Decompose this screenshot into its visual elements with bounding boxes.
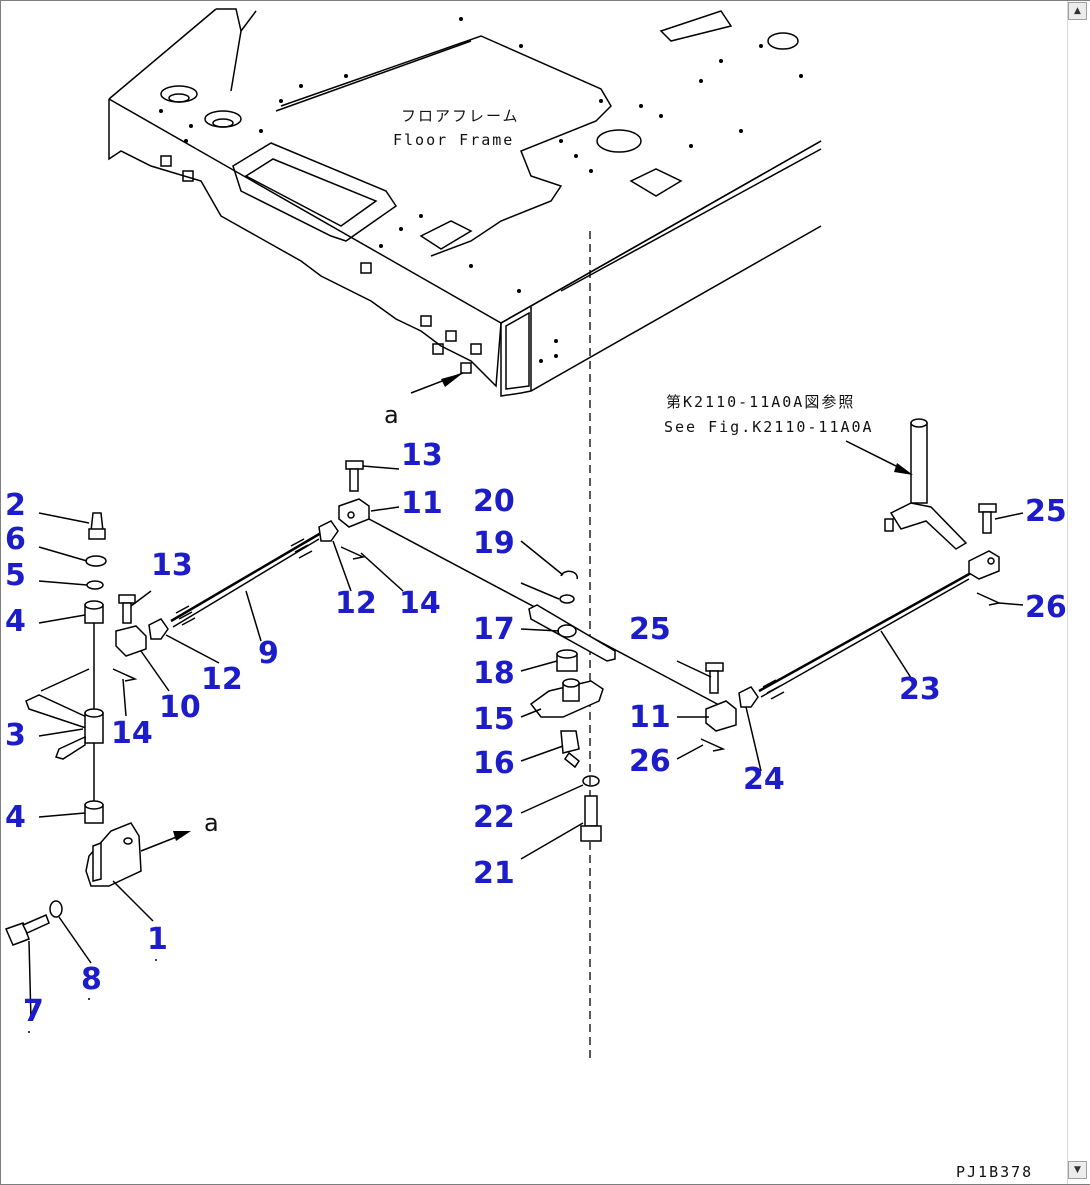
- bolt-25-upper: [978, 503, 997, 513]
- callout-18: 18: [473, 656, 515, 691]
- rod-9: [170, 531, 322, 628]
- callout-25-lower: 25: [629, 612, 671, 647]
- reference-lever: [845, 418, 968, 550]
- parts-diagram: フロアフレーム Floor Frame a: [4, 8, 1067, 1181]
- pin-14-upper: [340, 546, 366, 560]
- floor-frame-drawing: [108, 8, 822, 397]
- reference-label-ja: 第K2110-11A0A図参照: [666, 393, 855, 411]
- bolt-25-lower: [705, 662, 724, 672]
- view-letter-lower: a: [204, 809, 219, 837]
- left-lever-assembly: [4, 512, 191, 946]
- drawing-code: PJ1B378: [956, 1163, 1033, 1181]
- callout-11-lower: 11: [629, 700, 671, 735]
- callout-11-upper: 11: [401, 486, 443, 521]
- callout-14-left: 14: [111, 716, 153, 751]
- callout-8: 8: [81, 962, 102, 997]
- callout-12-left: 12: [201, 662, 243, 697]
- callout-3: 3: [5, 718, 26, 753]
- callout-14-upper: 14: [399, 586, 441, 621]
- bolt-13-upper: [345, 460, 364, 470]
- callout-numbers: 2 6 5 4 3 4 13 12 10 14 9 1 8 7 13 11 12…: [5, 438, 1067, 1029]
- callout-6: 6: [5, 522, 26, 557]
- callout-19: 19: [473, 526, 515, 561]
- callout-2: 2: [5, 488, 26, 523]
- leader-lines: [28, 465, 1024, 1022]
- rod-23: [758, 571, 972, 700]
- floor-frame-label-en: Floor Frame: [393, 131, 514, 149]
- callout-26-lower: 26: [629, 744, 671, 779]
- callout-15: 15: [473, 702, 515, 737]
- callout-25-upper: 25: [1025, 494, 1067, 529]
- scroll-up-button[interactable]: ▲: [1068, 2, 1087, 20]
- clevis-right: [968, 550, 1000, 580]
- callout-9: 9: [258, 636, 279, 671]
- callout-24: 24: [743, 762, 785, 797]
- callout-13-upper: 13: [401, 438, 443, 473]
- callout-26-upper: 26: [1025, 590, 1067, 625]
- callout-20: 20: [473, 484, 515, 519]
- center-bracket-assembly: [528, 570, 616, 842]
- callout-4-upper: 4: [5, 604, 26, 639]
- nut-24: [738, 686, 759, 708]
- nut-12-upper: [318, 520, 339, 542]
- callout-12-upper: 12: [335, 586, 377, 621]
- callout-13-left: 13: [151, 548, 193, 583]
- callout-4-lower: 4: [5, 800, 26, 835]
- callout-10: 10: [159, 690, 201, 725]
- callout-17: 17: [473, 612, 515, 647]
- callout-7: 7: [23, 994, 44, 1029]
- reference-label-en: See Fig.K2110-11A0A: [664, 418, 874, 436]
- scroll-down-button[interactable]: ▼: [1068, 1161, 1087, 1179]
- pin-26-lower: [700, 738, 726, 752]
- callout-21: 21: [473, 856, 515, 891]
- callout-16: 16: [473, 746, 515, 781]
- pin-26-upper: [976, 592, 1002, 606]
- clevis-11-lower: [705, 700, 737, 732]
- callout-23: 23: [899, 672, 941, 707]
- view-letter-top: a: [384, 401, 399, 429]
- callout-1: 1: [147, 922, 168, 957]
- vertical-scrollbar[interactable]: [1067, 1, 1090, 1184]
- callout-22: 22: [473, 800, 515, 835]
- floor-frame-label-ja: フロアフレーム: [401, 107, 520, 125]
- callout-5: 5: [5, 558, 26, 593]
